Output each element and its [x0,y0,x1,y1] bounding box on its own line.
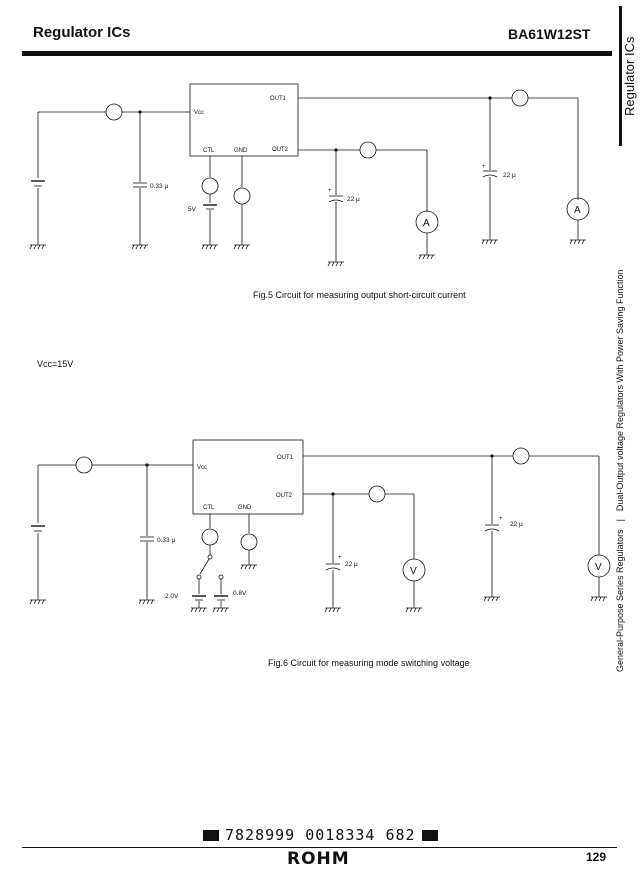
fig5-plus-sign: + [328,188,332,194]
page-number: 129 [586,850,607,864]
part-number: BA61W12ST [508,26,591,42]
fig6-cap-out1-label: 22 μ [510,521,523,528]
fig5-cap-out2-label: 22 μ [347,196,360,203]
fig5-cap-out1-label: 22 μ [503,172,516,179]
fig5-ammeter-label-out1: A [574,205,581,216]
rohm-logo: ROHM [287,849,350,869]
fig5-cap-in-label: 0.33 μ [150,183,168,190]
barcode-text: 7828999 0018334 682 [225,826,416,844]
fig6-plus-sign-2: + [499,516,503,522]
series-text: General-Purpose Series Regulators [615,529,625,672]
fig5-pin-ctl: CTL [203,148,215,154]
fig6-out2-meter [368,485,386,503]
fig5-ic-box [189,83,299,157]
fig6-source-high-label: 2.0V [165,593,179,600]
side-tab-bar [619,6,622,146]
fig6-cap-out2-label: 22 μ [345,561,358,568]
fig6-voltmeter-label-out1: V [595,562,602,573]
barcode-block-left [203,830,219,841]
fig5-ammeter-label-out2: A [423,218,430,229]
fig5-pin-vcc: Vcc [194,110,204,116]
footer-rule [22,847,617,848]
side-tab-label: Regulator ICs [622,36,637,116]
fig5-plus-sign-2: + [482,164,486,170]
fig5-caption: Fig.5 Circuit for measuring output short… [253,290,466,300]
fig5-ctl-source-label: 5V [188,206,197,213]
fig6-ic-box [192,439,304,515]
header-rule [22,51,612,56]
fig6-pin-out2: OUT2 [276,493,293,499]
fig6-out1-meter [512,447,530,465]
fig6-pin-vcc: Vcc [197,465,207,471]
fig5-circuit: Vcc OUT1 CTL GND OUT2 0.33 μ 5V 22 μ 22 … [29,83,590,267]
fig6-pin-ctl: CTL [203,505,215,511]
fig6-supply-meter [75,456,93,474]
fig6-vcc-note: Vcc=15V [37,359,74,369]
fig6-grounds [29,564,607,613]
fig6-circuit: Vcc OUT1 OUT2 CTL GND 0.33 μ 2.0V 0.8V 2… [29,439,611,613]
fig6-gnd-meter [240,533,258,551]
fig6-pin-gnd: GND [238,505,252,511]
fig6-switch [199,558,210,575]
fig6-voltmeter-label-out2: V [410,566,417,577]
fig5-grounds [29,239,586,267]
barcode-block-right [421,830,438,841]
product-text: Dual-Output voltage Regulators With Powe… [615,269,625,512]
barcode: 7828999 0018334 682 [197,826,444,844]
side-series-text: General-Purpose Series Regulators | Dual-O… [615,269,625,672]
side-separator: | [615,519,625,522]
fig6-plus-sign: + [338,555,342,561]
fig6-pin-out1: OUT1 [277,455,294,461]
fig6-cap-in-label: 0.33 μ [157,537,175,544]
fig6-source-low-label: 0.8V [233,590,247,597]
section-title: Regulator ICs [33,24,131,41]
fig6-ctl-meter [201,528,219,546]
fig5-pin-gnd: GND [234,148,248,154]
fig5-pin-out2: OUT2 [272,147,289,153]
fig6-caption: Fig.6 Circuit for measuring mode switchi… [268,658,470,668]
fig5-pin-out1: OUT1 [270,96,287,102]
